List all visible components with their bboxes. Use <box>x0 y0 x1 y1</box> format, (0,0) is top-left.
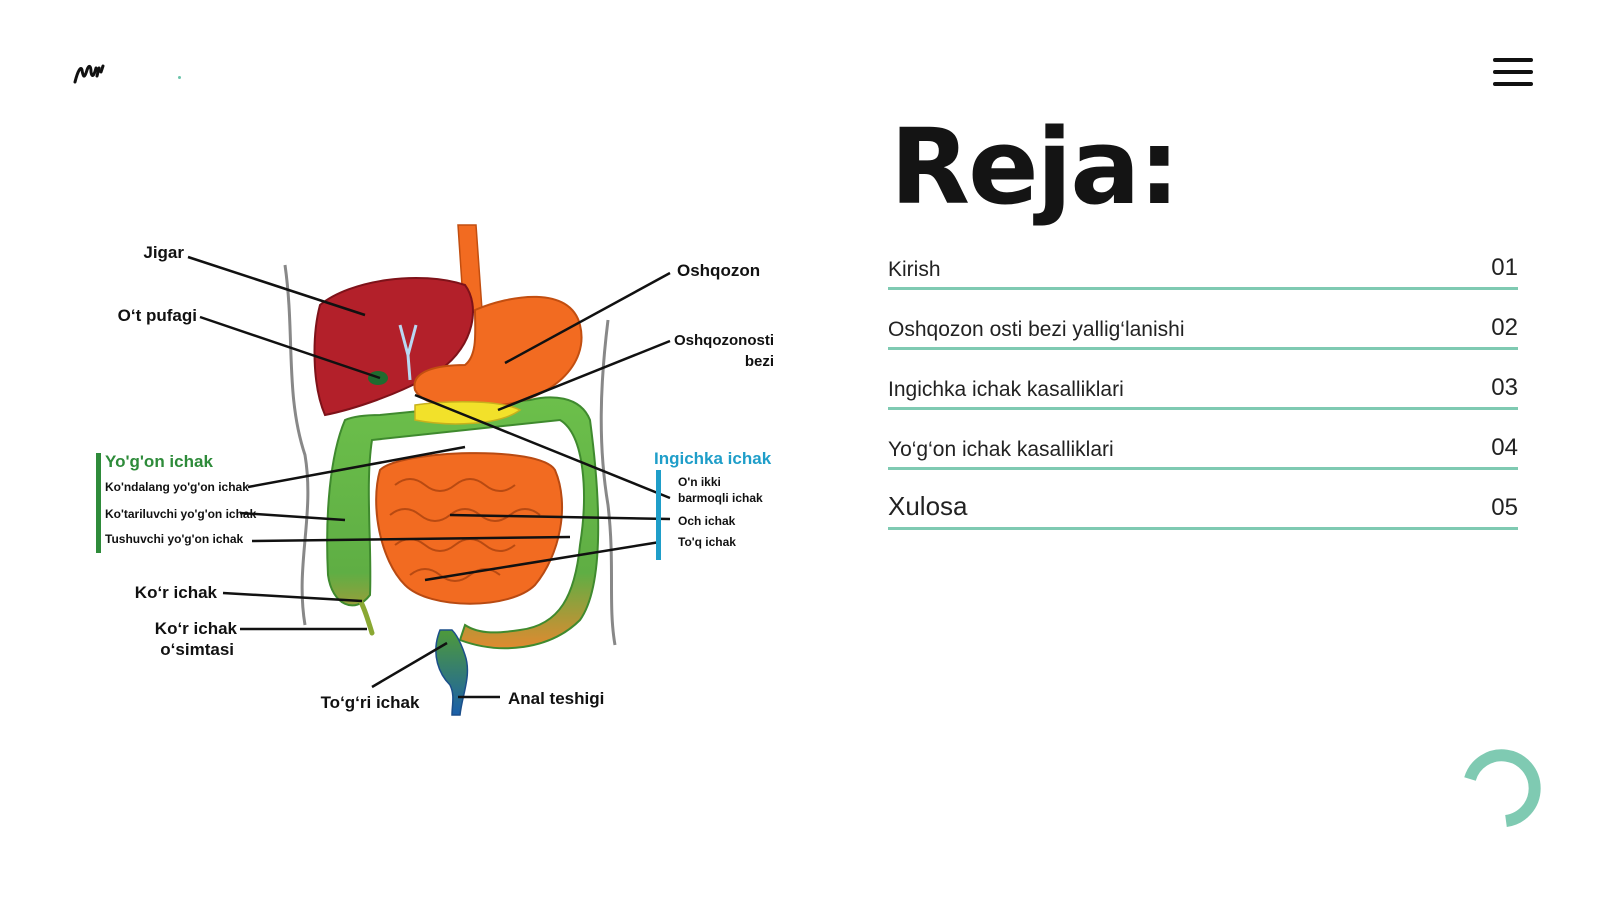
rectum <box>435 629 469 716</box>
small-intestine <box>375 452 564 605</box>
toc-item-label: Yo‘g‘on ichak kasalliklari <box>888 438 1114 461</box>
ingichka-bracket <box>656 470 661 560</box>
ingichka-item: To'q ichak <box>678 535 736 549</box>
yogon-heading: Yo'g'on ichak <box>105 452 213 471</box>
ingichka-heading: Ingichka ichak <box>654 449 772 468</box>
toc-item-label: Kirish <box>888 258 941 281</box>
toc-item-number: 03 <box>1491 374 1518 401</box>
label-oshqozonosti-1: Oshqozonosti <box>674 332 774 349</box>
toc-item-yogon[interactable]: Yo‘g‘on ichak kasalliklari 04 <box>888 410 1518 470</box>
toc-item-kirish[interactable]: Kirish 01 <box>888 250 1518 290</box>
page-title: Reja: <box>890 106 1180 228</box>
toc-item-number: 01 <box>1491 254 1518 281</box>
label-ot-pufagi: O‘t pufagi <box>118 306 197 325</box>
toc-item-number: 05 <box>1491 494 1518 521</box>
small-intestine-folds <box>389 478 541 582</box>
yogon-item: Tushuvchi yo'g'on ichak <box>105 532 243 546</box>
label-anal: Anal teshigi <box>508 689 604 708</box>
colon <box>326 396 600 650</box>
table-of-contents: Kirish 01 Oshqozon osti bezi yallig‘lani… <box>888 250 1518 530</box>
label-oshqozonosti-2: bezi <box>745 353 774 370</box>
pancreas <box>414 401 522 425</box>
yogon-item: Ko'ndalang yo'g'on ichak <box>105 480 249 494</box>
label-jigar: Jigar <box>143 243 184 262</box>
label-oshqozon: Oshqozon <box>677 261 760 280</box>
label-kor-ichak: Ko‘r ichak <box>135 583 218 602</box>
toc-item-ingichka[interactable]: Ingichka ichak kasalliklari 03 <box>888 350 1518 410</box>
yogon-item: Ko'tariluvchi yo'g'on ichak <box>105 507 257 521</box>
toc-item-label: Xulosa <box>888 491 968 521</box>
ingichka-item: Och ichak <box>678 514 736 528</box>
toc-item-xulosa[interactable]: Xulosa 05 <box>888 470 1518 530</box>
body-outline-left <box>283 264 310 626</box>
toc-item-oshqozon-osti[interactable]: Oshqozon osti bezi yallig‘lanishi 02 <box>888 290 1518 350</box>
yogon-bracket <box>96 453 101 553</box>
label-togri-ichak: To‘g‘ri ichak <box>321 693 420 712</box>
ingichka-item: barmoqli ichak <box>678 491 763 505</box>
body-outline-right <box>599 319 617 646</box>
appendix <box>357 597 375 636</box>
bile-duct <box>398 324 418 381</box>
toc-item-number: 04 <box>1491 434 1518 461</box>
toc-item-number: 02 <box>1491 314 1518 341</box>
label-kor-osimta-1: Ko‘r ichak <box>155 619 238 638</box>
menu-icon[interactable] <box>1493 58 1533 88</box>
digestive-system-diagram: Jigar O‘t pufagi Oshqozon Oshqozonosti b… <box>96 224 774 716</box>
logo-icon <box>73 64 105 84</box>
decorative-arc-icon <box>1464 749 1541 827</box>
toc-item-label: Ingichka ichak kasalliklari <box>888 378 1124 401</box>
toc-item-label: Oshqozon osti bezi yallig‘lanishi <box>888 318 1185 341</box>
ingichka-item: O'n ikki <box>678 475 721 489</box>
decorative-dot <box>178 76 181 79</box>
label-kor-osimta-2: o‘simtasi <box>160 640 234 659</box>
